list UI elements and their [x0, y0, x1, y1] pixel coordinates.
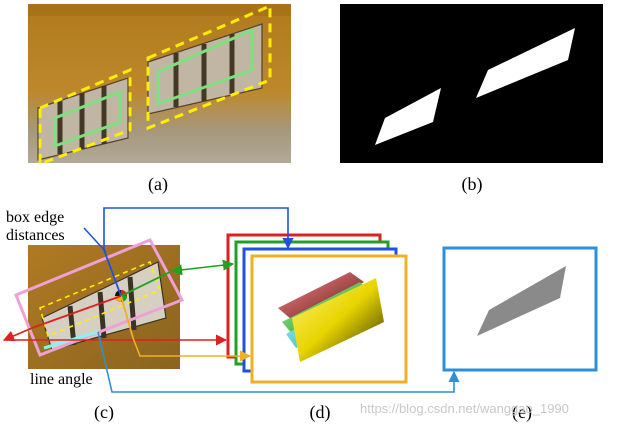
- ray-blue-up: [103, 249, 122, 297]
- ray-green-right: [120, 271, 171, 297]
- yellow-outer-box-left: [38, 67, 132, 167]
- panel-d-stack: [226, 233, 408, 384]
- panel-label-d: (d): [310, 402, 331, 423]
- mask-region-left: [375, 88, 441, 145]
- arrow-orange-connector: [132, 337, 252, 362]
- green-inner-box-right: [156, 27, 254, 107]
- panel-a-photo: [28, 3, 291, 167]
- pink-rotated-box: [14, 238, 185, 357]
- ray-orange-down: [120, 295, 134, 339]
- yellow-dashed-box-c: [39, 260, 162, 338]
- panel-b-mask: [340, 4, 603, 163]
- annotation-line-angle: line angle: [30, 371, 93, 388]
- green-inner-box-left: [53, 89, 122, 149]
- yellow-outer-box-right: [146, 3, 272, 131]
- mask-region-right: [476, 28, 575, 98]
- output-region: [477, 266, 566, 336]
- annotation-box-edge: box edge: [6, 209, 64, 226]
- ray-red-left: [31, 295, 122, 329]
- panel-label-c: (c): [94, 402, 114, 423]
- panel-e-output: [442, 246, 598, 372]
- panel-label-a: (a): [148, 174, 168, 195]
- sheet-red: [278, 272, 364, 320]
- arrow-angle-to-output: [97, 331, 460, 393]
- panel-label-e: (e): [512, 402, 532, 423]
- panel-c-crop: [14, 238, 185, 369]
- arrow-blue-connector: [103, 207, 294, 250]
- arrow-red-left-ray: [2, 327, 33, 342]
- annotation-distances: distances: [6, 227, 65, 244]
- panel-label-b: (b): [462, 174, 483, 195]
- arrow-green-connector: [170, 259, 235, 276]
- pointer-box-edge: [83, 227, 107, 253]
- watermark: https://blog.csdn.net/wanggao_1990: [360, 401, 569, 416]
- sheet-yellow: [292, 278, 384, 362]
